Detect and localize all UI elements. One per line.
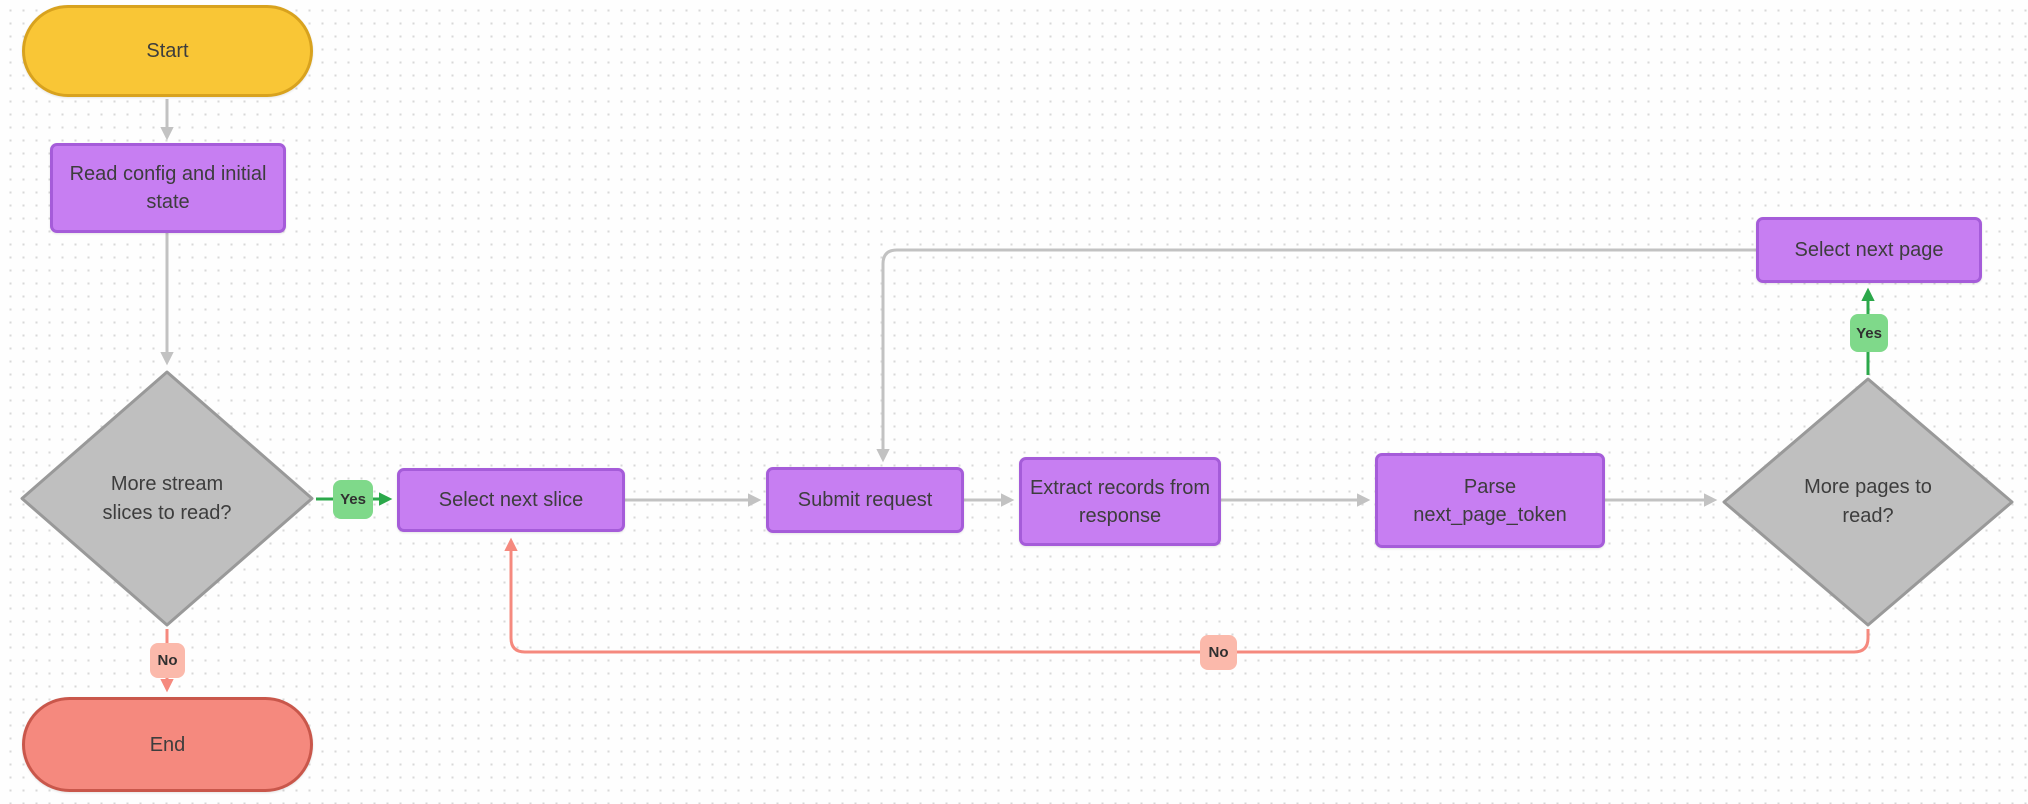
- node-select-next-slice[interactable]: Select next slice: [397, 468, 625, 532]
- connector-select-page-to-submit-request[interactable]: [876, 248, 1756, 463]
- node-label: End: [149, 733, 186, 756]
- diamond-shape: [20, 370, 314, 627]
- node-end[interactable]: End: [22, 697, 313, 792]
- node-decision-more-pages[interactable]: More pages to read?: [1722, 377, 2014, 627]
- node-submit-request[interactable]: Submit request: [766, 467, 964, 533]
- node-label: Parse next_page_token: [1413, 475, 1567, 526]
- connector-more-pages-no-to-select-slice[interactable]: [504, 537, 1870, 654]
- node-start[interactable]: Start: [22, 5, 313, 97]
- node-label: Submit request: [797, 489, 933, 511]
- edge-label-yes-more-slices[interactable]: Yes: [333, 480, 373, 519]
- node-select-next-page[interactable]: Select next page: [1756, 217, 1982, 283]
- node-decision-more-slices[interactable]: More stream slices to read?: [20, 370, 314, 627]
- node-label: Select next slice: [438, 489, 584, 511]
- edge-label-no-more-slices[interactable]: No: [150, 643, 185, 678]
- node-label: Read config and initial state: [69, 163, 267, 213]
- node-extract-records[interactable]: Extract records from response: [1019, 457, 1221, 546]
- edge-label-no-more-pages[interactable]: No: [1200, 635, 1237, 670]
- diamond-shape: [1722, 377, 2014, 627]
- node-read-config[interactable]: Read config and initial state: [50, 143, 286, 233]
- node-label: Start: [146, 40, 189, 62]
- node-label: Extract records from response: [1029, 476, 1211, 527]
- node-label: Select next page: [1794, 239, 1944, 261]
- edge-label-yes-more-pages[interactable]: Yes: [1850, 314, 1888, 352]
- node-label: More stream slices to read?: [102, 472, 232, 524]
- node-label: More pages to read?: [1804, 476, 1932, 527]
- node-parse-next-page-token[interactable]: Parse next_page_token: [1375, 453, 1605, 548]
